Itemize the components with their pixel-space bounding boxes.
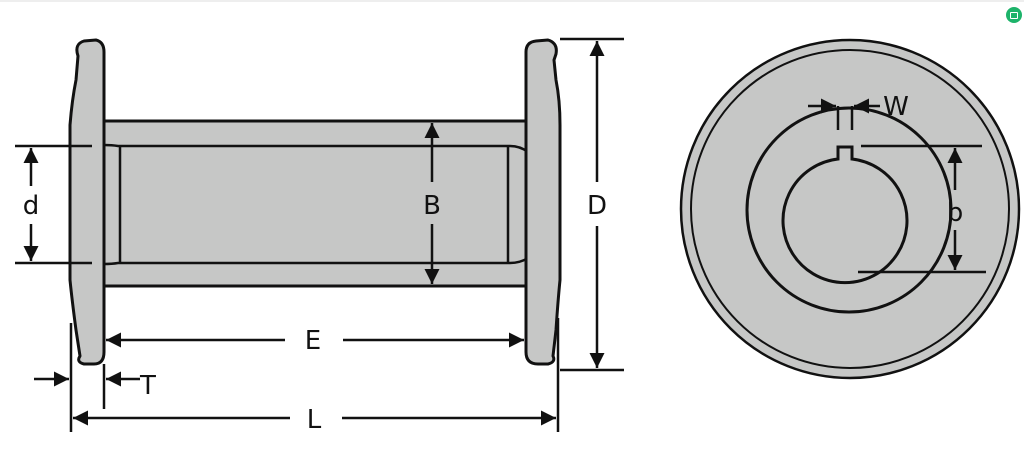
right-flange	[524, 38, 562, 366]
label-B: B	[423, 191, 441, 221]
flange-rim-circle	[690, 49, 1010, 369]
top-border	[0, 0, 1024, 2]
end-view: W b	[679, 38, 1021, 380]
keyed-bore	[781, 145, 909, 285]
label-E: E	[305, 326, 321, 356]
label-T: T	[139, 371, 156, 401]
outer-flange-circle	[679, 38, 1021, 380]
hub-body	[102, 119, 530, 288]
label-L: L	[307, 405, 322, 435]
spreadsheet-icon[interactable]	[1006, 7, 1022, 23]
label-W: W	[883, 92, 909, 122]
label-b: b	[947, 198, 964, 228]
hub-circle	[745, 106, 953, 314]
side-view: d B D E T L	[15, 37, 624, 435]
label-d: d	[23, 191, 40, 221]
label-D: D	[587, 191, 607, 221]
left-flange	[68, 38, 106, 366]
